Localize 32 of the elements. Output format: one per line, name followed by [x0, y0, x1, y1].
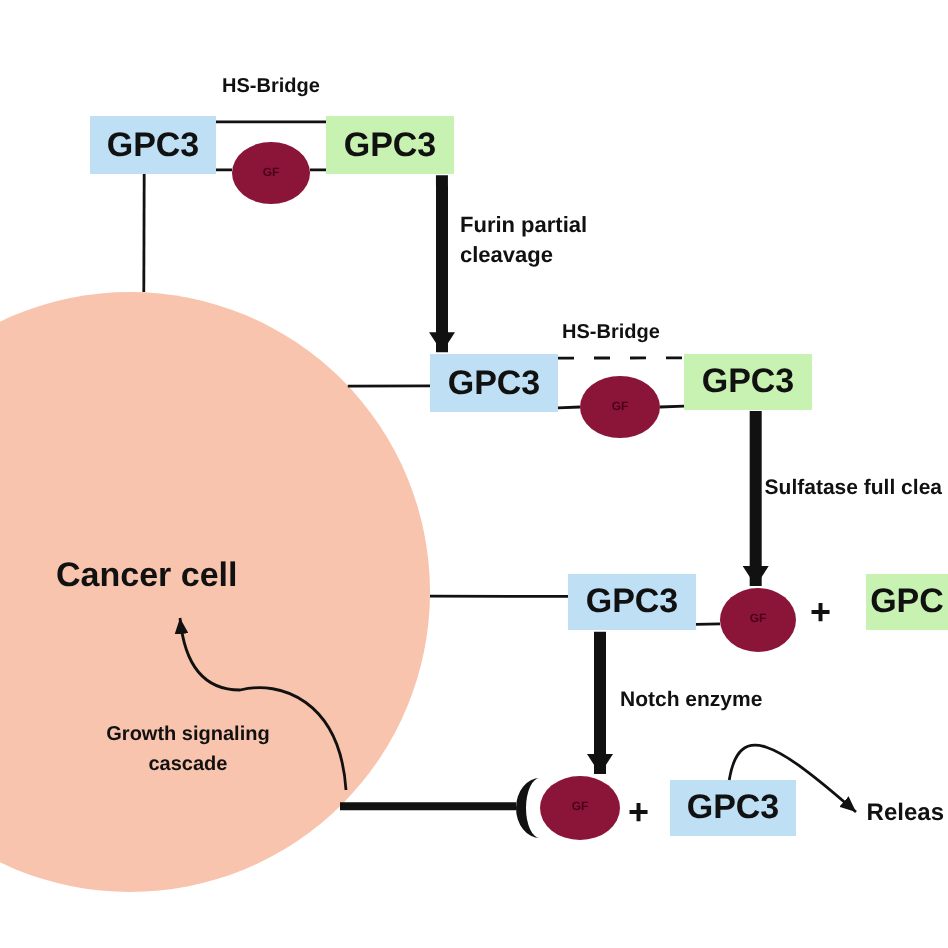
edge-label: Sulfatase full clea: [764, 476, 942, 500]
connector-line: [310, 168, 326, 172]
arrow: [727, 744, 857, 814]
plus-sign: +: [628, 792, 650, 834]
connector-line: [659, 404, 685, 409]
cell-label: Cancer cell: [56, 556, 238, 596]
connector-line: [340, 802, 516, 811]
release-label: Releas: [856, 794, 944, 830]
connector-line: [216, 120, 326, 124]
protein-box: GPC3: [90, 116, 216, 174]
connector-line: [347, 384, 430, 388]
arrow: [587, 631, 613, 775]
connector-line: [430, 594, 568, 598]
edge-label: HS-Bridge: [222, 76, 320, 98]
annotation-text: Growth signaling cascade: [104, 722, 272, 780]
protein-box: GPC3: [430, 354, 558, 412]
protein-box: GPC3: [684, 354, 812, 410]
connector-line: [558, 356, 684, 360]
connector-line: [695, 622, 721, 626]
protein-box: GPC: [866, 574, 948, 630]
connector-line: [142, 174, 146, 292]
protein-box: GPC3: [670, 780, 796, 836]
receptor-crescent: [516, 778, 540, 838]
connector-line: [557, 405, 581, 410]
arrow: [429, 175, 455, 353]
edge-label: HS-Bridge: [562, 322, 660, 344]
arrow: [742, 411, 769, 587]
protein-box: GPC3: [326, 116, 454, 174]
edge-label: Notch enzyme: [620, 688, 763, 712]
plus-sign: +: [810, 592, 832, 634]
protein-box: GPC3: [568, 574, 696, 630]
connector-line: [216, 168, 232, 172]
